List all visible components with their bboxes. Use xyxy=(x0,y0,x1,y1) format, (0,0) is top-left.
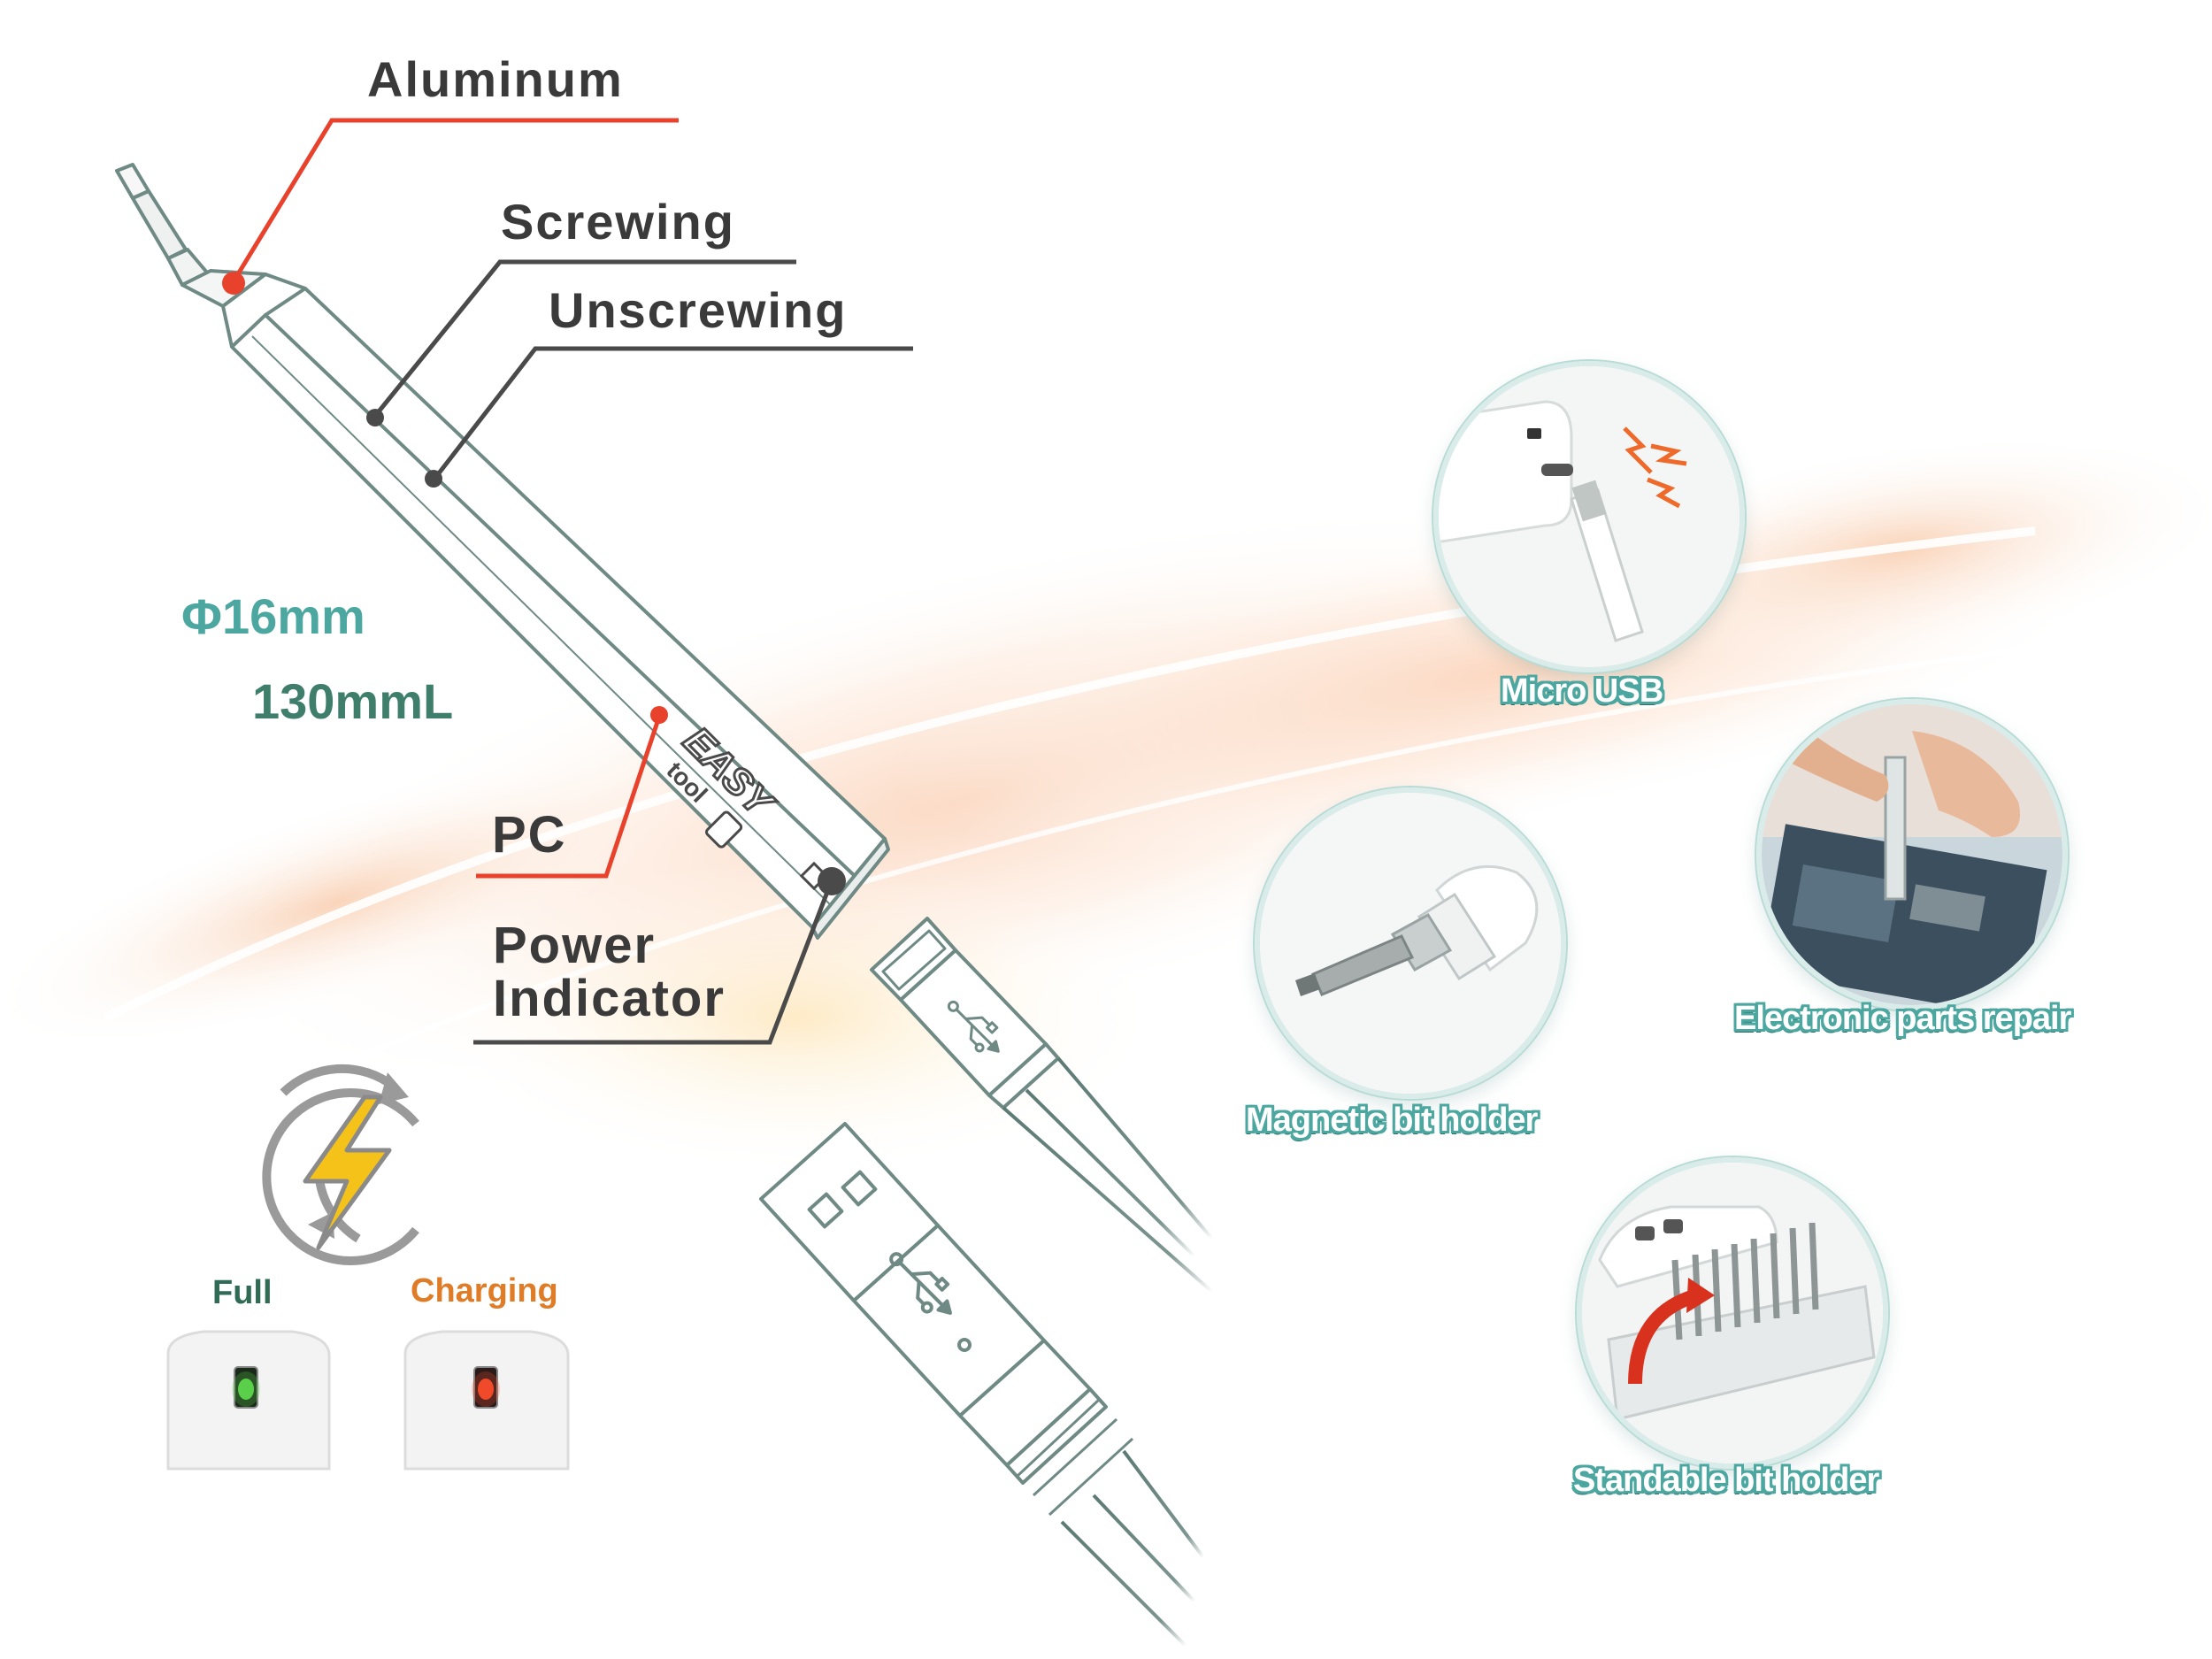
magnetic-holder-label: Magnetic bit holder xyxy=(1246,1102,1538,1139)
charging-status-label: Charging xyxy=(411,1272,558,1310)
electronic-repair-label: Electronic parts repair xyxy=(1734,1000,2071,1037)
full-indicator-photo xyxy=(166,1330,331,1471)
screwing-label: Screwing xyxy=(501,194,735,250)
standable-holder-photo xyxy=(1577,1157,1888,1469)
power-indicator-label-line1: Power xyxy=(493,917,657,974)
micro-usb-cable xyxy=(1002,1056,1214,1294)
micro-usb-photo xyxy=(1433,361,1745,672)
aluminum-label: Aluminum xyxy=(367,51,624,107)
usb-a-cable xyxy=(1060,1449,1205,1647)
length-spec: 130mmL xyxy=(252,673,454,729)
screwdriver xyxy=(115,163,890,940)
electronic-repair-photo xyxy=(1756,699,2068,1010)
charge-bolt-icon xyxy=(262,1064,419,1265)
micro-usb-connector xyxy=(870,917,1060,1110)
standable-holder-label: Standable bit holder xyxy=(1573,1462,1879,1499)
leader-dots xyxy=(222,272,846,895)
pc-label: PC xyxy=(492,806,567,864)
usb-a-connector xyxy=(759,1122,1134,1517)
unscrewing-label: Unscrewing xyxy=(549,282,848,338)
magnetic-holder-photo xyxy=(1255,787,1566,1099)
charging-indicator-photo xyxy=(403,1330,570,1471)
micro-usb-label: Micro USB xyxy=(1501,672,1663,710)
full-status-label: Full xyxy=(212,1274,273,1311)
leader-lines xyxy=(231,118,913,1045)
power-indicator-label-line2: Indicator xyxy=(493,970,726,1027)
diameter-spec: Φ16mm xyxy=(181,588,365,644)
